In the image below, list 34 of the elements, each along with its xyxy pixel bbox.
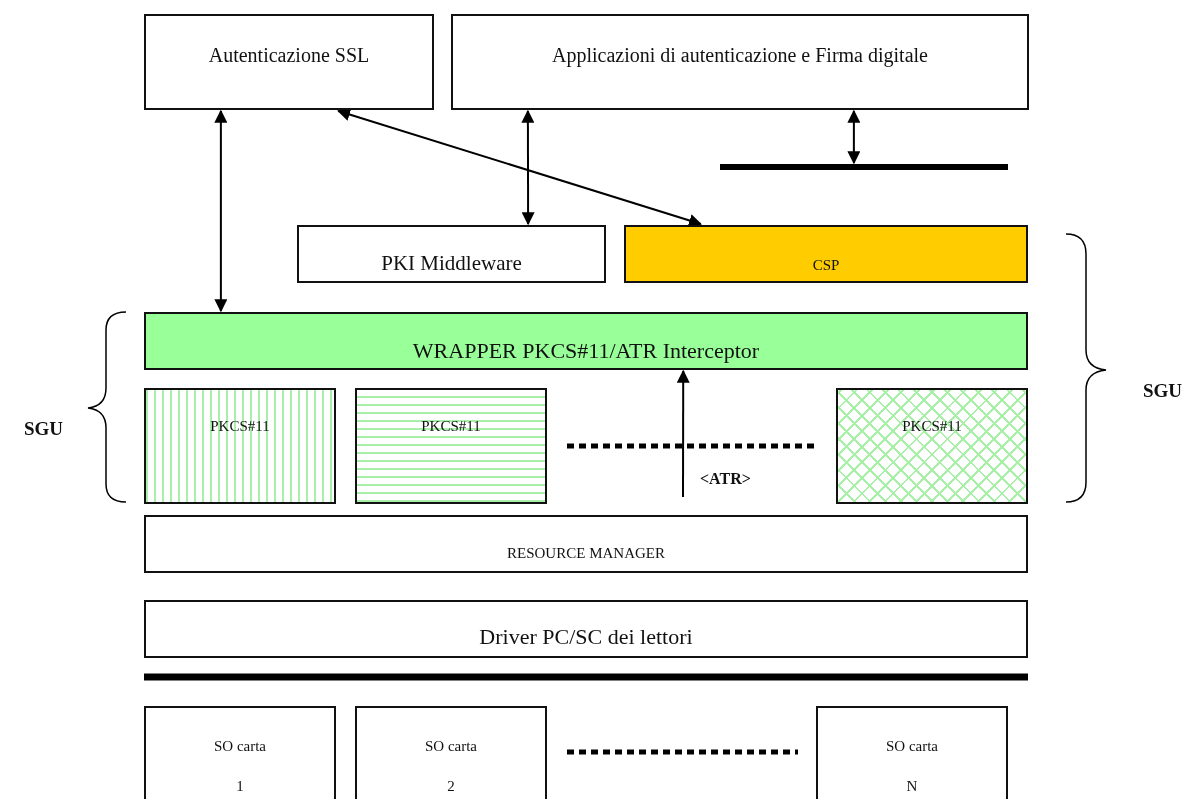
arrow [847,109,861,165]
bus-bar [720,164,1008,170]
box-label: SO carta N [884,737,940,796]
box-label: PKI Middleware [381,251,522,276]
group-label: SGU [1143,380,1183,402]
arrow [521,109,535,226]
layer-box [624,225,1028,283]
arrow [214,109,228,313]
layer-box [144,312,1028,370]
box-label: RESOURCE MANAGER [507,545,665,562]
box-label: PKCS#11 [421,418,481,435]
layer-box [836,388,1028,504]
group-label: SGU [24,418,64,440]
layer-box [816,706,1008,799]
layer-box [144,600,1028,658]
layer-box [144,14,434,110]
layer-box [355,706,547,799]
box-label: Autenticazione SSL [208,44,370,67]
layer-box [451,14,1029,110]
box-label: WRAPPER PKCS#11/ATR Interceptor [412,338,760,364]
arrow [676,369,690,498]
layer-box [144,515,1028,573]
layer-box [144,706,336,799]
arrow [337,108,702,227]
box-label: PKCS#11 [902,418,962,435]
layer-box [297,225,606,283]
box-label: Applicazioni di autenticazione e Firma digitale [552,44,928,67]
box-label: PKCS#11 [210,418,270,435]
box-label: Driver PC/SC dei lettori [479,624,693,650]
box-label: CSP [812,257,840,274]
box-label: SO carta 2 [423,737,479,796]
layer-box [355,388,547,504]
box-label: SO carta 1 [212,737,268,796]
layer-box [144,388,336,504]
